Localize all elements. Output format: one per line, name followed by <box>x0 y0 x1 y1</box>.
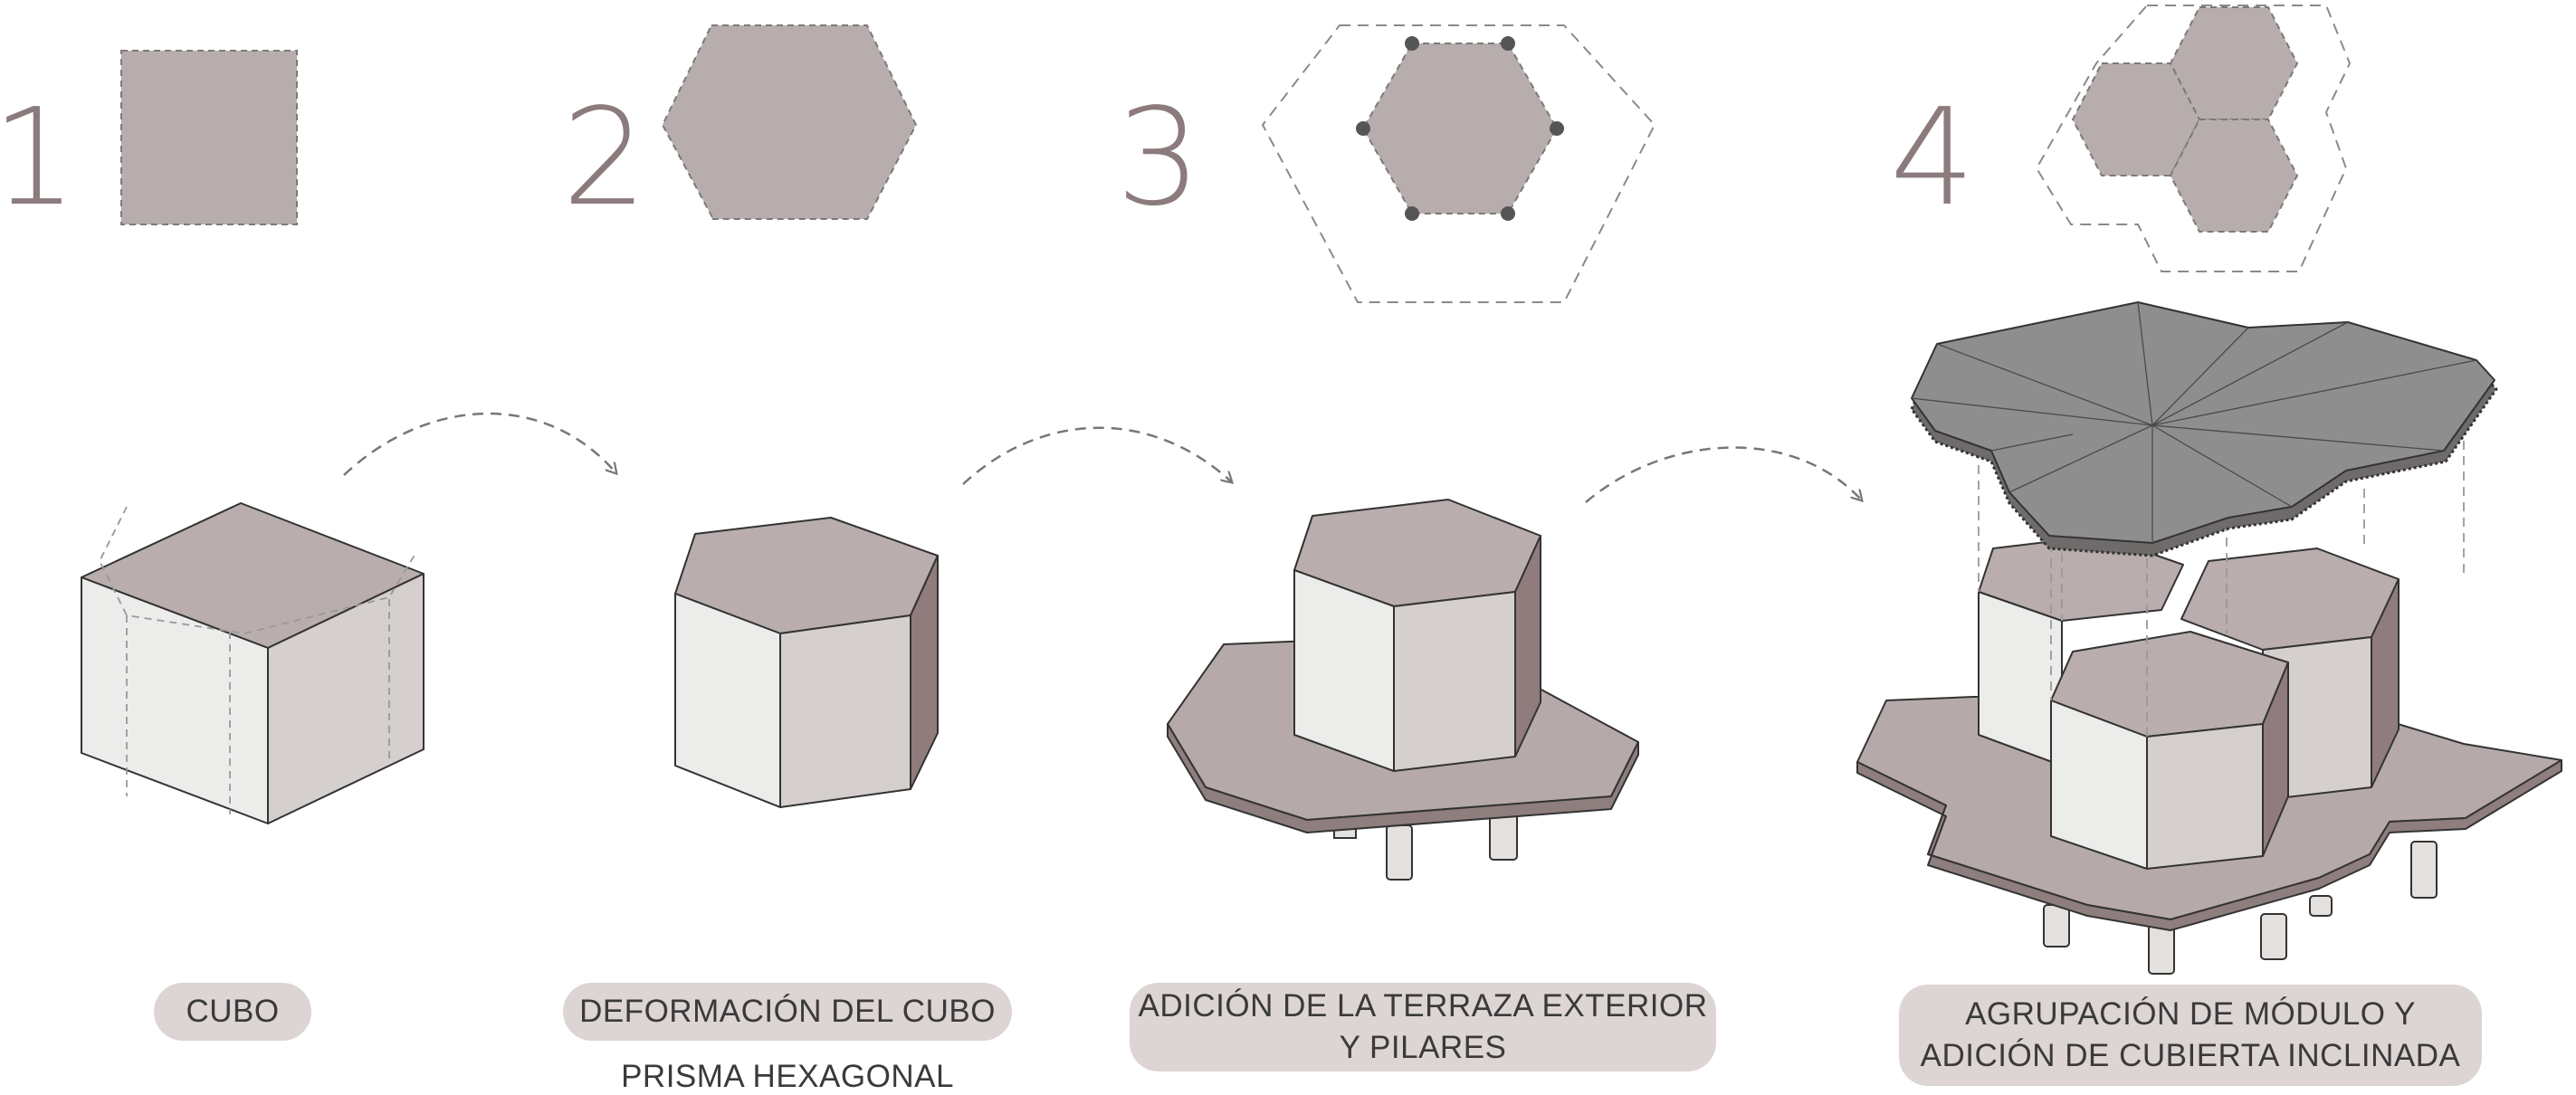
step-3-label: ADICIÓN DE LA TERRAZA EXTERIOR Y PILARES <box>1130 983 1716 1071</box>
cube <box>81 502 425 824</box>
step-4-number: 4 <box>1890 80 1975 235</box>
plan-cluster-hex-b <box>2169 6 2299 120</box>
step-2-number: 2 <box>562 80 647 235</box>
plan-hexagon-3 <box>1361 43 1559 214</box>
step-1-number: 1 <box>0 80 77 235</box>
plan-terrace-outline <box>1261 24 1656 303</box>
cube-hidden-hexagon <box>98 506 417 814</box>
step-3-number: 3 <box>1116 80 1201 235</box>
hexagonal-prism-3 <box>1293 499 1541 772</box>
step-3-label-line2: Y PILARES <box>1339 1030 1507 1065</box>
step-2-sublabel: PRISMA HEXAGONAL <box>621 1059 954 1094</box>
dashed-arrow-icon <box>1585 446 1861 503</box>
step4-pillars <box>2043 841 2438 975</box>
hexagonal-prism <box>674 517 939 808</box>
step-4-label-line1: AGRUPACIÓN DE MÓDULO Y <box>1965 996 2416 1032</box>
step-2-label-text: DEFORMACIÓN DEL CUBO <box>579 994 996 1029</box>
inclined-roof <box>1910 301 2498 557</box>
step-3-label-line1: ADICIÓN DE LA TERRAZA EXTERIOR <box>1138 988 1708 1024</box>
step-4-label-line2: ADICIÓN DE CUBIERTA INCLINADA <box>1920 1038 2461 1073</box>
module-cluster <box>1978 535 2399 870</box>
pillar-dot-icon <box>1356 36 1564 221</box>
plan-cluster-hex-c <box>2169 119 2299 233</box>
step-2-label: DEFORMACIÓN DEL CUBO <box>563 983 1012 1041</box>
step-1-label: CUBO <box>154 983 311 1041</box>
step-4-label: AGRUPACIÓN DE MÓDULO Y ADICIÓN DE CUBIER… <box>1899 985 2482 1086</box>
dashed-arrow-icon <box>962 426 1231 485</box>
plan-square <box>120 50 298 225</box>
plan-hexagon-shape <box>661 24 918 220</box>
dashed-arrow-icon <box>343 412 615 476</box>
step-1-label-text: CUBO <box>186 994 280 1029</box>
